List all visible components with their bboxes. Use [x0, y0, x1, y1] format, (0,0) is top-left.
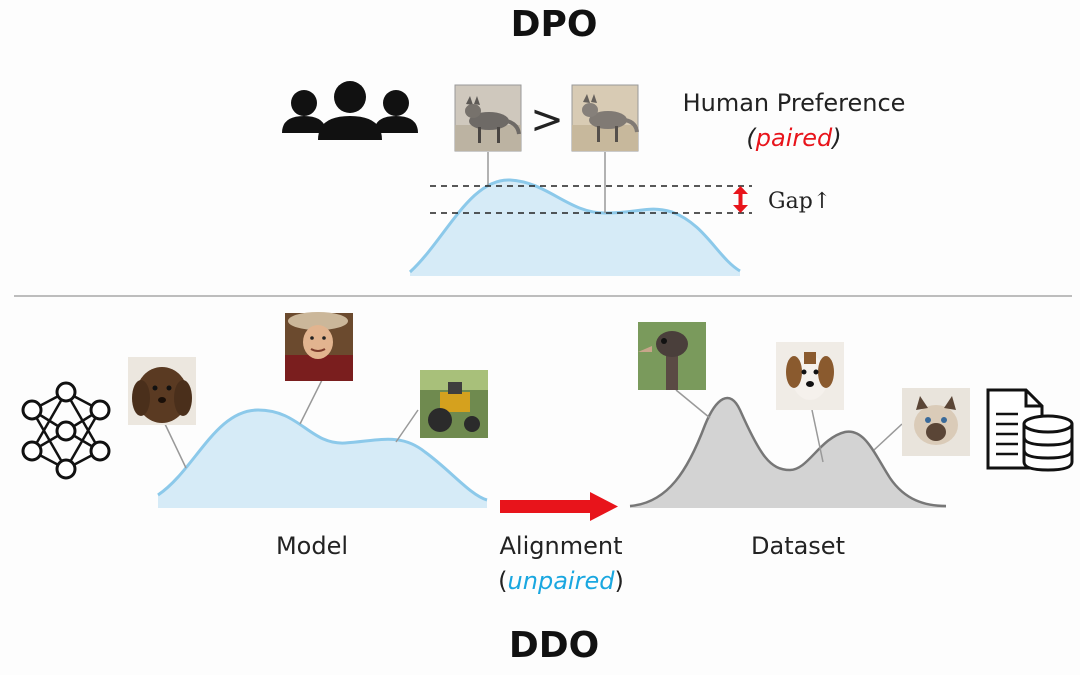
ostrich-connector: [675, 389, 711, 419]
dataset-label: Dataset: [751, 532, 845, 560]
paired-annotation: (paired): [746, 124, 841, 152]
dpo-distribution-curve: [410, 179, 740, 276]
dpo-title: DPO: [511, 4, 598, 45]
soldier-connector: [299, 379, 323, 425]
model-label: Model: [276, 532, 348, 560]
cat-connector: [873, 423, 903, 451]
model-distribution-curve: [158, 410, 487, 508]
dataset-document-icon: [986, 388, 1074, 472]
human-preference-label: Human Preference: [683, 89, 906, 117]
soldier-image: [285, 312, 353, 381]
dataset-distribution-curve: [630, 397, 946, 508]
neural-network-icon: [21, 381, 111, 480]
gap-double-arrow: [733, 186, 748, 213]
puppy-image: [128, 357, 196, 425]
ostrich-image: [638, 322, 706, 390]
beagle-image: [776, 342, 844, 410]
dataset-distribution-outline: [629, 396, 947, 508]
tractor-image: [420, 370, 488, 438]
ddo-title: DDO: [509, 625, 599, 666]
fox-image-rejected: [571, 84, 639, 152]
alignment-label: Alignment: [500, 532, 623, 560]
unpaired-annotation: (unpaired): [498, 567, 624, 595]
fox-image-preferred: [454, 84, 522, 152]
unpaired-word: unpaired: [508, 567, 616, 595]
tractor-connector: [395, 409, 419, 443]
cat-image: [902, 388, 970, 456]
paired-word: paired: [755, 124, 833, 152]
people-group-icon: [282, 81, 418, 140]
gap-label: Gap↑: [768, 189, 831, 214]
dpo-distribution-outline: [408, 178, 741, 274]
alignment-arrow: [500, 492, 618, 521]
beagle-connector: [811, 409, 824, 463]
preference-greater-than: >: [530, 97, 564, 143]
model-distribution-outline: [157, 408, 488, 502]
puppy-connector: [164, 423, 187, 469]
